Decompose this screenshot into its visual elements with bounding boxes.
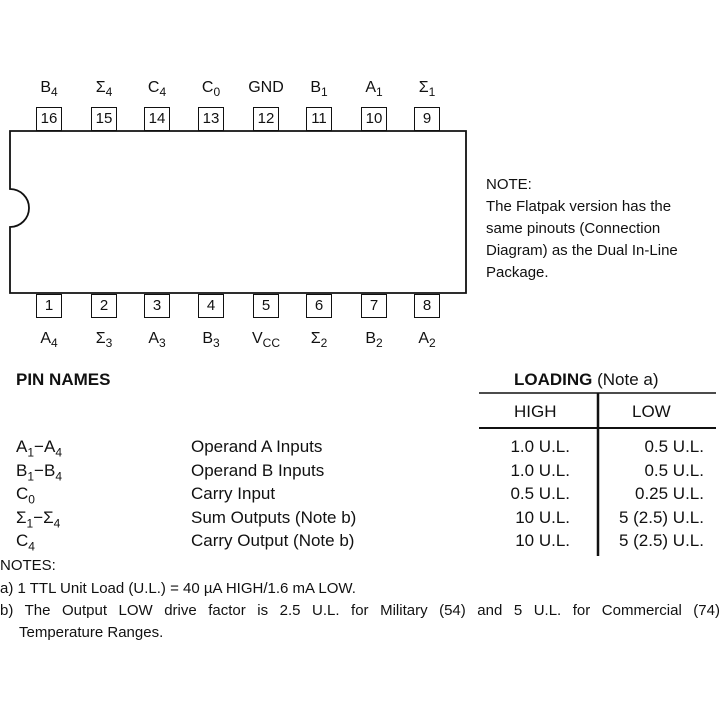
pin-name-label: A1: [365, 79, 383, 100]
pin-description-cell: Sum Outputs (Note b): [191, 507, 357, 527]
package-note-line: Package.: [486, 264, 549, 281]
package-note-line: The Flatpak version has the: [486, 198, 672, 215]
pin-number-box: 2: [91, 294, 117, 318]
pin-number-box: 9: [414, 107, 440, 131]
pin-number-box: 7: [361, 294, 387, 318]
pin-name-label: A2: [418, 330, 436, 351]
package-note-title: NOTE:: [486, 176, 532, 193]
pin-description-cell: Operand A Inputs: [191, 437, 323, 456]
pin-number-box: 3: [144, 294, 170, 318]
pin-name-label: C0: [201, 79, 221, 100]
pin-number-box: 5: [253, 294, 279, 318]
pin-name-label: Σ4: [95, 79, 113, 100]
pin-name-label: VCC: [251, 330, 280, 351]
loading-high-cell: 10 U.L.: [515, 507, 570, 527]
pin-description-cell: Operand B Inputs: [191, 460, 325, 480]
pin-name-label: B3: [202, 330, 220, 351]
pin-name-cell: C4: [16, 531, 35, 554]
loading-low-cell: 5 (2.5) U.L.: [618, 531, 704, 550]
loading-low-cell: 0.5 U.L.: [644, 460, 704, 480]
pin-name-label: GND: [248, 79, 284, 96]
pin-name-label: B2: [365, 330, 383, 351]
pin-name-label: B1: [310, 79, 328, 100]
pin-number-box: 16: [36, 107, 62, 131]
pin-name-cell: B1−B4: [16, 460, 62, 483]
package-note-line: same pinouts (Connection: [486, 220, 661, 237]
pin-names-heading: PIN NAMES: [16, 370, 111, 389]
loading-heading-label: LOADING: [514, 370, 593, 389]
loading-heading-note: (Note a): [592, 370, 659, 389]
note-b-continued: Temperature Ranges.: [19, 624, 164, 641]
loading-heading: LOADING (Note a): [514, 370, 659, 390]
package-note-line: Diagram) as the Dual In-Line: [486, 242, 678, 259]
pin-number-box: 8: [414, 294, 440, 318]
loading-high-cell: 10 U.L.: [515, 531, 570, 550]
pin-number-box: 10: [361, 107, 387, 131]
note-b: b) The Output LOW drive factor is 2.5 U.…: [0, 602, 720, 619]
pin-name-label: Σ2: [310, 330, 328, 351]
pin-name-label: C4: [147, 79, 167, 100]
dip-package-body: [9, 130, 467, 294]
pin-name-label: A3: [148, 330, 166, 351]
pin-number-box: 13: [198, 107, 224, 131]
loading-col-low: LOW: [632, 402, 671, 421]
pin-name-label: A4: [40, 330, 58, 351]
loading-col-high: HIGH: [514, 402, 557, 421]
loading-high-cell: 1.0 U.L.: [510, 437, 570, 456]
pin-number-box: 14: [144, 107, 170, 131]
pin-name-label: Σ1: [418, 79, 436, 100]
pin-name-label: B4: [40, 79, 58, 100]
pin-number-box: 12: [253, 107, 279, 131]
pin-name-cell: A1−A4: [16, 437, 62, 460]
loading-low-cell: 5 (2.5) U.L.: [618, 507, 704, 527]
notes-title: NOTES:: [0, 557, 56, 574]
pin-number-box: 6: [306, 294, 332, 318]
loading-low-cell: 0.25 U.L.: [635, 484, 704, 503]
pin-number-box: 15: [91, 107, 117, 131]
loading-high-cell: 1.0 U.L.: [510, 460, 570, 480]
pin-number-box: 4: [198, 294, 224, 318]
pin-name-cell: C0: [16, 484, 35, 507]
note-a: a) 1 TTL Unit Load (U.L.) = 40 µA HIGH/1…: [0, 580, 356, 597]
pin-number-box: 1: [36, 294, 62, 318]
loading-low-cell: 0.5 U.L.: [644, 437, 704, 456]
pin-description-cell: Carry Output (Note b): [191, 531, 355, 550]
pin-number-box: 11: [306, 107, 332, 131]
loading-high-cell: 0.5 U.L.: [510, 484, 570, 503]
pin-description-cell: Carry Input: [191, 484, 276, 503]
pin-name-cell: Σ1−Σ4: [16, 507, 61, 530]
package-note: NOTE: The Flatpak version has the same p…: [486, 174, 711, 284]
pin-name-label: Σ3: [95, 330, 113, 351]
